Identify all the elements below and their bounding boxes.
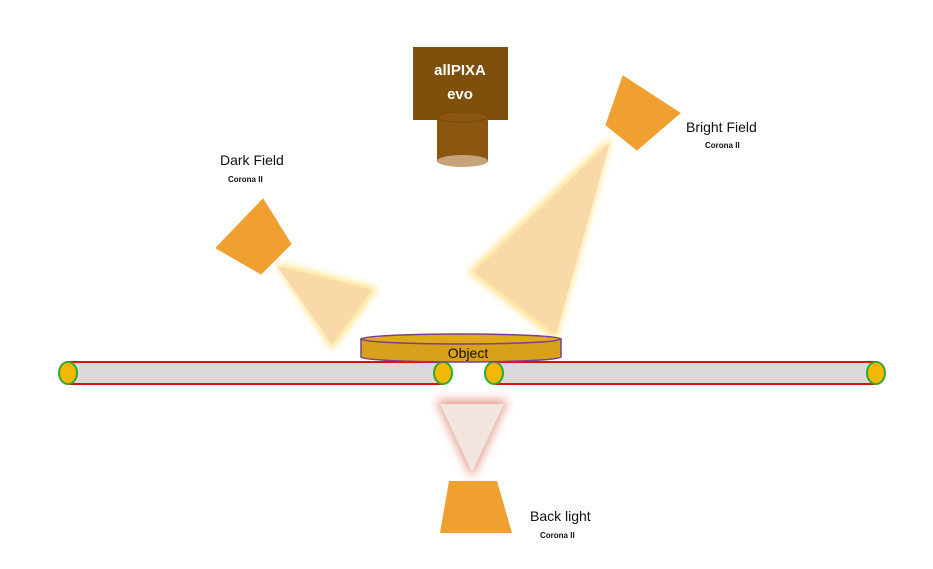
bright-field-model: Corona II [705, 141, 740, 150]
conveyor-right-belt [494, 362, 876, 384]
dark-field-model: Corona II [228, 175, 263, 184]
bright-field-label: Bright Field [686, 119, 757, 135]
conveyor-right [484, 361, 886, 385]
camera-body [413, 47, 508, 120]
roller-left-outer [58, 361, 78, 385]
conveyor-left [58, 361, 453, 385]
back-light-label: Back light [530, 508, 591, 524]
back-light [440, 481, 512, 533]
camera-label-line1: allPIXA [434, 62, 486, 79]
roller-right-outer [866, 361, 886, 385]
roller-right-inner [484, 361, 504, 385]
conveyor-left-belt [68, 362, 443, 384]
bright-field-light [605, 75, 681, 151]
object-disc: Object [360, 333, 562, 363]
dark-field-light [215, 198, 292, 275]
camera-label-line2: evo [447, 86, 473, 103]
object-label: Object [448, 345, 489, 361]
bright-field-beam [468, 136, 612, 340]
camera: allPIXA evo [413, 47, 508, 167]
back-light-beam [436, 400, 508, 478]
dark-field-beam [275, 262, 378, 350]
camera-lens [436, 111, 489, 167]
dark-field-label: Dark Field [220, 152, 284, 168]
back-light-model: Corona II [540, 531, 575, 540]
roller-left-inner [433, 361, 453, 385]
